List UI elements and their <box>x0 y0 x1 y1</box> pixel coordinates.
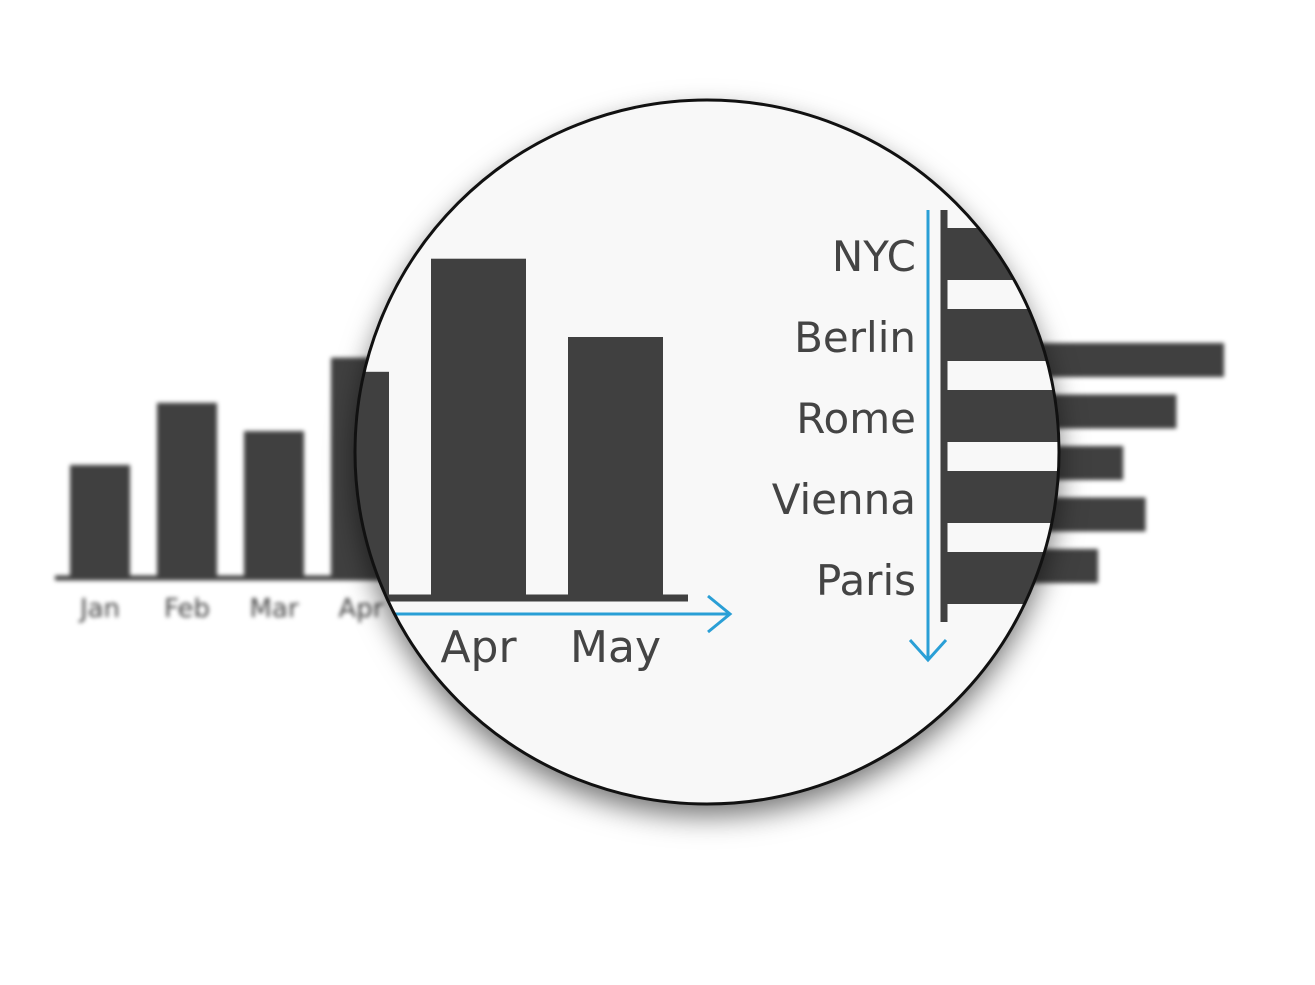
month-label: May <box>570 622 661 673</box>
bg-month-label: Apr <box>339 594 384 624</box>
hbar-vienna <box>944 471 1059 523</box>
month-label: Mar <box>300 622 384 673</box>
month-label: Feb <box>166 622 244 673</box>
bg-month-label: Mar <box>249 594 298 624</box>
arrow-right-icon <box>707 594 733 634</box>
month-label: Apr <box>440 622 517 673</box>
city-label: Paris <box>816 556 916 605</box>
bar-apr <box>431 258 526 598</box>
bg-bar-mar <box>244 431 304 578</box>
y-axis-arrow <box>908 210 948 663</box>
city-label: Rome <box>796 394 916 443</box>
arrow-down-icon <box>908 638 948 663</box>
hbar-rome <box>944 390 1059 442</box>
bg-bar-jan <box>70 465 130 578</box>
magnifier-lens <box>355 100 1059 804</box>
bg-bar-feb <box>157 402 217 578</box>
bg-month-label: Jan <box>78 594 120 624</box>
city-label: Berlin <box>794 313 916 362</box>
city-label: Vienna <box>772 475 916 524</box>
city-label: NYC <box>832 232 916 281</box>
month-label: Jan <box>31 622 102 673</box>
lens-rim <box>353 98 1061 806</box>
bg-month-label: Feb <box>164 594 210 624</box>
x-axis-arrow <box>380 594 733 634</box>
bar-may <box>568 337 663 598</box>
lens-glass <box>355 100 1059 804</box>
